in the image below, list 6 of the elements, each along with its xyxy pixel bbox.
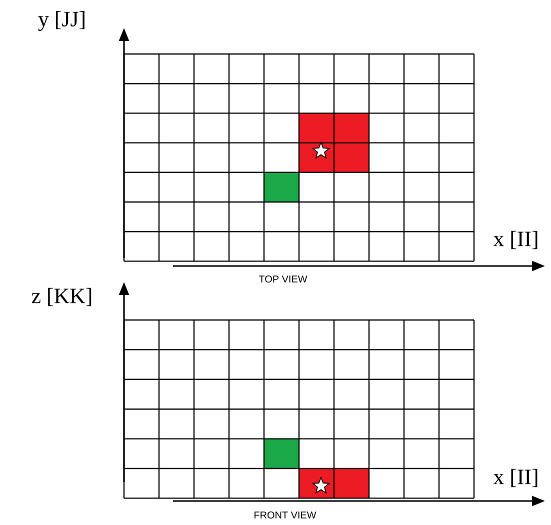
axis-label: x [II] xyxy=(493,230,538,250)
view-label: FRONT VIEW xyxy=(254,511,316,519)
view-label: TOP VIEW xyxy=(258,275,308,283)
axis-label: x [II] xyxy=(493,468,538,488)
axis-label: y [JJ] xyxy=(38,11,84,31)
axis-label: z [KK] xyxy=(32,288,92,306)
